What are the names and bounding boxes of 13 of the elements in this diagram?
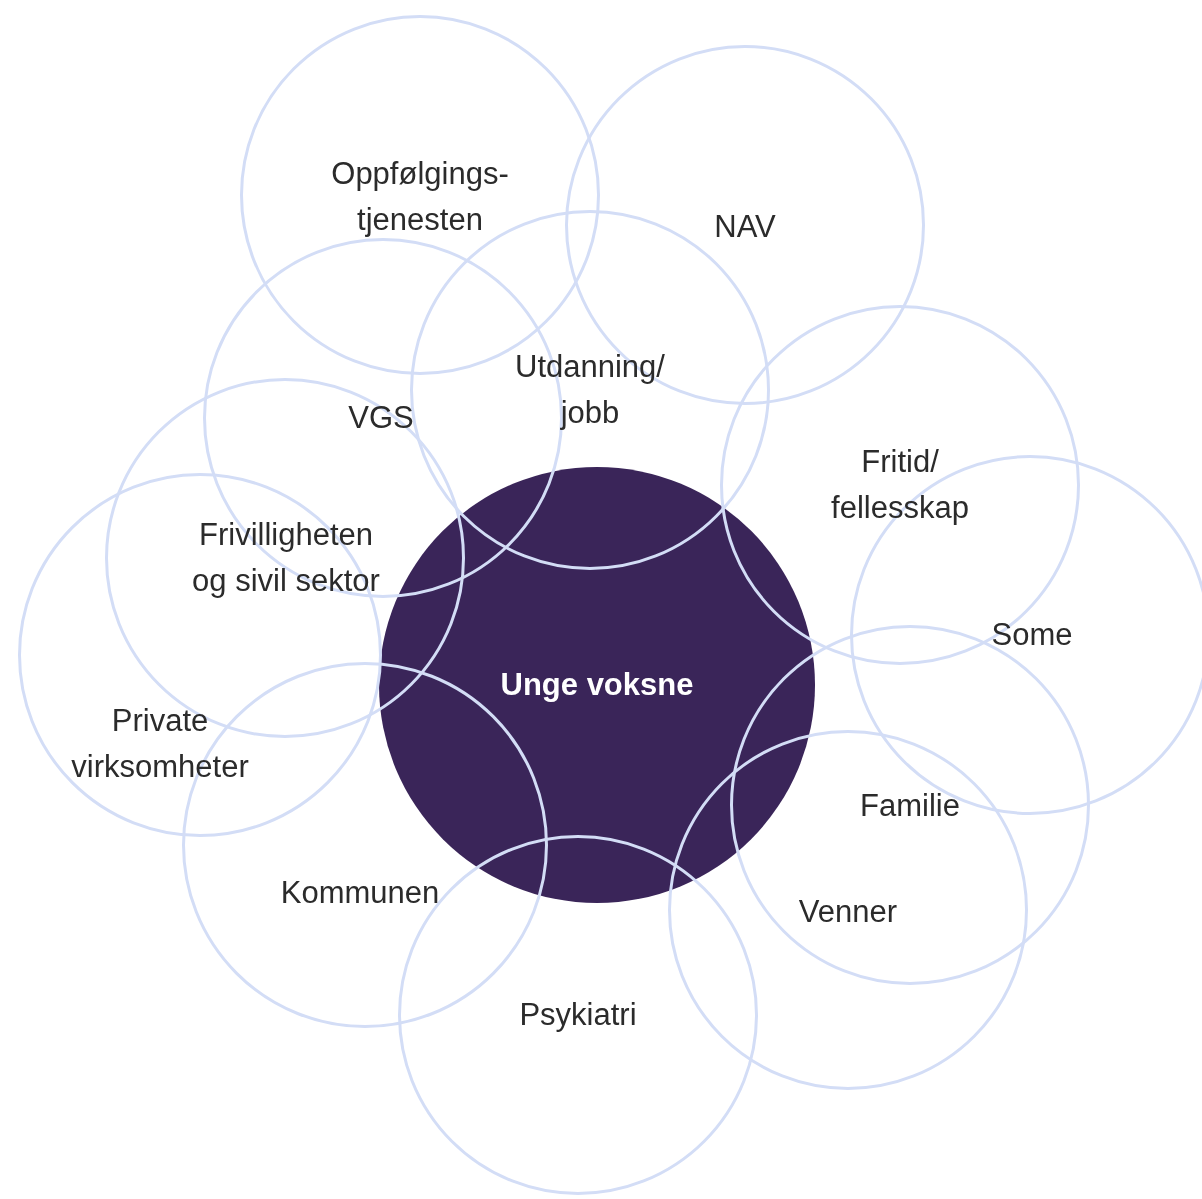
circle-label: Private virksomheter xyxy=(70,702,250,786)
circle-label: Some xyxy=(990,616,1074,654)
circle-label: Venner xyxy=(797,893,899,931)
circle-label: Utdanning/ jobb xyxy=(514,348,666,432)
circle-label: Kommunen xyxy=(279,874,441,912)
circle-label: Familie xyxy=(859,787,961,825)
circle-label: Fritid/ fellesskap xyxy=(830,443,970,527)
circle-label: NAV xyxy=(713,208,777,246)
circle-label: VGS xyxy=(347,399,415,437)
circle-label: Oppfølgings- tjenesten xyxy=(330,155,510,239)
center-label: Unge voksne xyxy=(499,666,695,704)
circle-label: Frivilligheten og sivil sektor xyxy=(191,516,381,600)
circle-label: Psykiatri xyxy=(518,996,638,1034)
